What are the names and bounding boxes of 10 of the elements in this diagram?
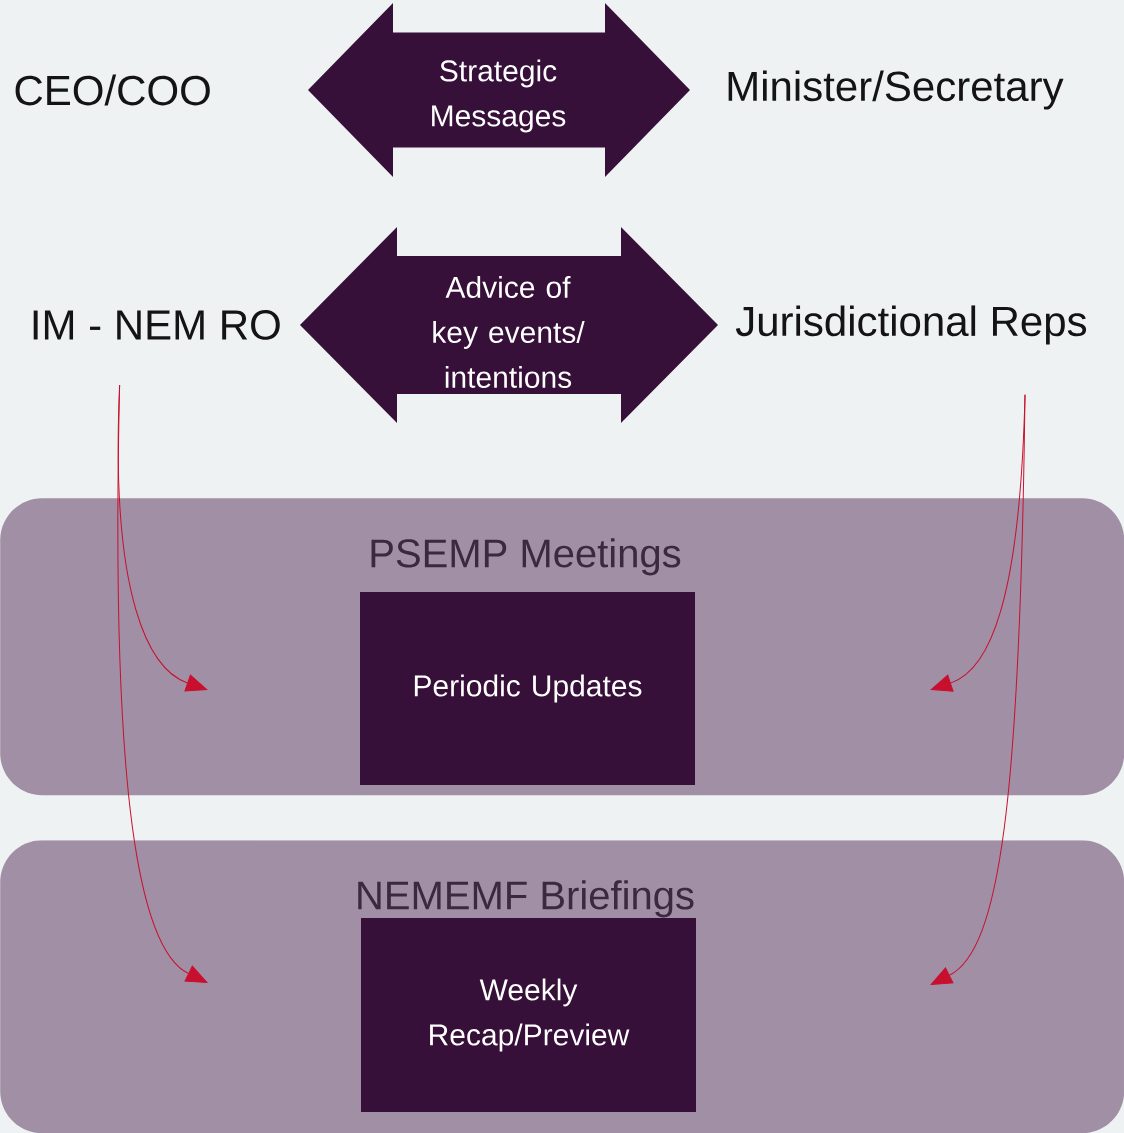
edge-label: Strategic Messages — [432, 59, 566, 133]
arrow — [117, 384, 208, 983]
process-box: Weekly Recap/Preview — [361, 918, 696, 1112]
edge-label: Advice of key events/ intentions — [433, 276, 585, 388]
label: IM - NEM RO — [33, 310, 280, 340]
label: CEO/COO — [15, 74, 210, 106]
label: Minister/Secretary — [728, 70, 1064, 110]
process-box: Periodic Updates — [360, 592, 695, 785]
arrow — [930, 394, 1026, 985]
label: Jurisdictional Reps — [735, 305, 1087, 345]
